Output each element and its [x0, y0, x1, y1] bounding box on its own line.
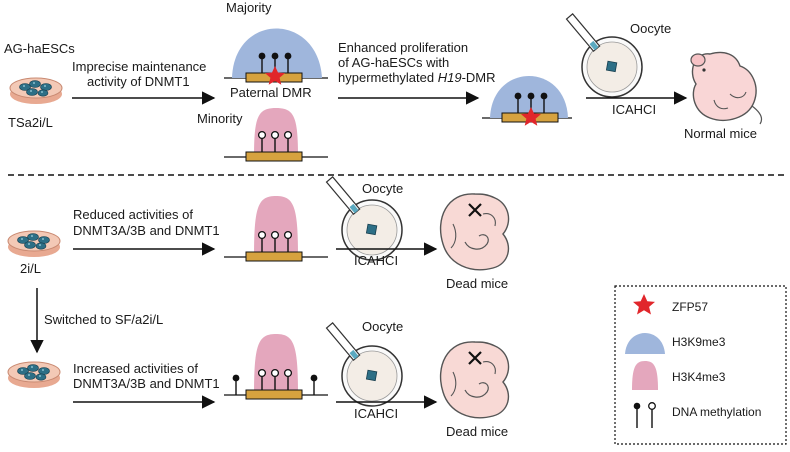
top-arrow2-text2: of AG-haESCs with [338, 55, 449, 70]
majority-zfp57-star [265, 66, 285, 85]
legend-label-h3k9me3: H3K9me3 [672, 335, 726, 349]
paternal-dmr-label: Paternal DMR [230, 85, 312, 100]
bottom-dish-icon [7, 361, 61, 389]
bottom-method-label: ICAHCI [354, 406, 398, 421]
switch-label: Switched to SF/a2i/L [44, 312, 163, 327]
result-zfp57-star [521, 107, 541, 126]
bottom-dead-mouse-icon [439, 340, 510, 419]
middle-arrow-text2: DNMT3A/3B and DNMT1 [73, 223, 220, 238]
middle-method-label: ICAHCI [354, 253, 398, 268]
normal-mouse-icon [690, 51, 763, 125]
top-dish-icon [9, 77, 63, 105]
minority-dmr-bar [245, 151, 303, 162]
bottom-outcome-label: Dead mice [446, 424, 508, 439]
top-arrow1-text1: Imprecise maintenance [72, 59, 206, 74]
middle-dead-mouse-icon [439, 192, 510, 271]
dome-icon [625, 333, 665, 354]
bottom-methyl-flank-right [309, 373, 319, 396]
bottom-oocyte-label: Oocyte [362, 319, 403, 334]
bottom-h3k4me3-peak [254, 334, 298, 395]
bottom-arrow-text1: Increased activities of [73, 361, 198, 376]
majority-label: Majority [226, 0, 272, 15]
middle-dish-label: 2i/L [20, 261, 41, 276]
bottom-methyl-flank-left [231, 373, 241, 396]
top-oocyte-label: Oocyte [630, 21, 671, 36]
lollipop-icon [633, 402, 656, 428]
bottom-dmr-bar [245, 389, 303, 400]
top-arrow2-text3: hypermethylated H19-DMR [338, 70, 496, 85]
minority-label: Minority [197, 111, 243, 126]
bottom-oocyte-icon [325, 322, 403, 407]
top-method-label: ICAHCI [612, 102, 656, 117]
top-cell-line-label: AG-haESCs [4, 41, 75, 56]
legend-label-h3k4me3: H3K4me3 [672, 370, 726, 384]
legend-label-dna-methylation: DNA methylation [672, 405, 761, 419]
middle-oocyte-label: Oocyte [362, 181, 403, 196]
bottom-arrow-text2: DNMT3A/3B and DNMT1 [73, 376, 220, 391]
middle-h3k4me3-peak [254, 196, 298, 257]
legend-label-zfp57: ZFP57 [672, 300, 708, 314]
star-icon [633, 294, 655, 315]
middle-dish-icon [7, 230, 61, 258]
middle-dmr-bar [245, 251, 303, 262]
majority-h3k9me3-dome [232, 28, 322, 78]
top-arrow2-text1: Enhanced proliferation [338, 40, 468, 55]
top-arrow1-text2: activity of DNMT1 [87, 74, 190, 89]
middle-arrow-text1: Reduced activities of [73, 207, 193, 222]
peak-icon [632, 361, 658, 390]
top-outcome-label: Normal mice [684, 126, 757, 141]
top-dish-label: TSa2i/L [8, 115, 53, 130]
middle-outcome-label: Dead mice [446, 276, 508, 291]
